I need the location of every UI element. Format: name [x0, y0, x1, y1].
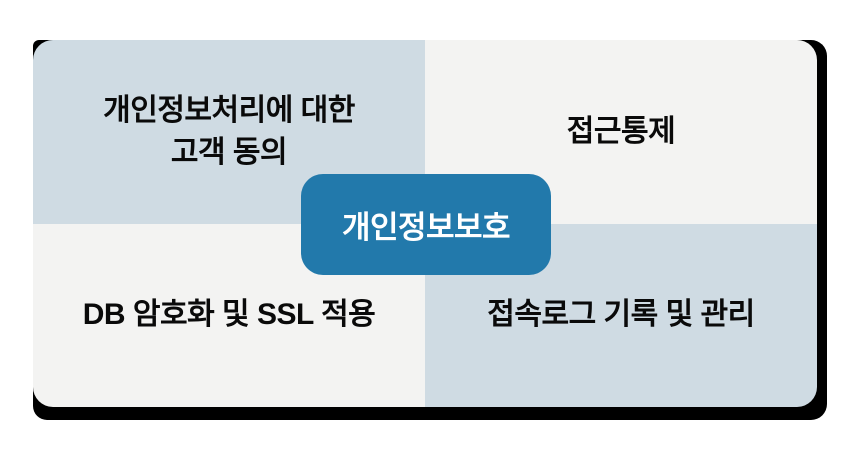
quadrant-top-left-label: 개인정보처리에 대한 고객 동의: [103, 93, 355, 169]
quadrant-top-right-label: 접근통제: [566, 114, 676, 148]
center-badge: 개인정보보호: [301, 174, 551, 275]
quadrant-bottom-left-label: DB 암호화 및 SSL 적용: [82, 298, 376, 332]
quadrant-bottom-right-label: 접속로그 기록 및 관리: [487, 298, 755, 332]
center-badge-label: 개인정보보호: [341, 210, 511, 245]
quadrant-top-left: 개인정보처리에 대한 고객 동의: [33, 40, 425, 224]
